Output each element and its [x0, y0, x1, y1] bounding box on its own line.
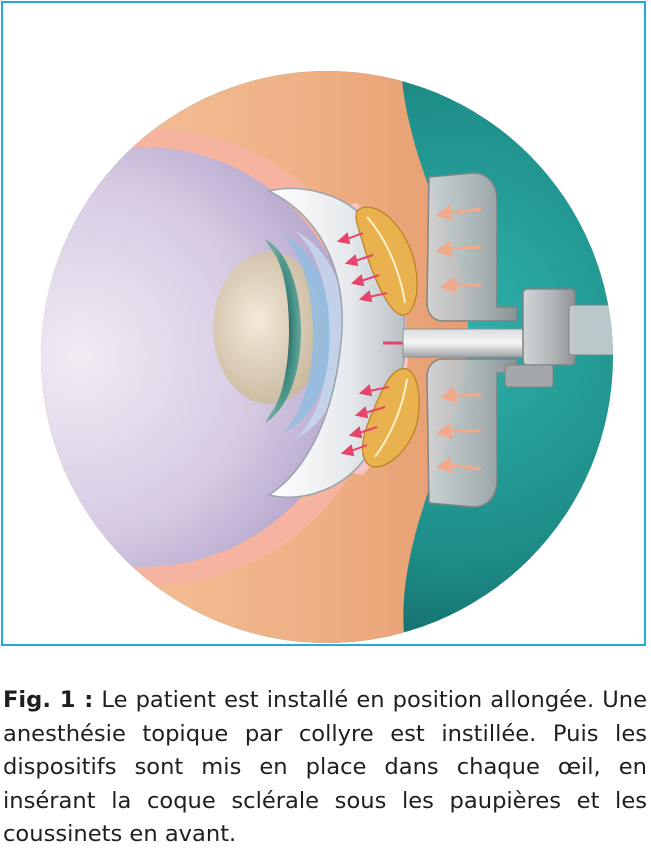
connector-plug	[568, 304, 613, 356]
eye-device-illustration	[41, 71, 613, 643]
pressure-arrows-lower	[340, 384, 390, 457]
figure-frame	[1, 1, 646, 646]
figure-caption: Fig. 1 : Le patient est installé en posi…	[3, 684, 647, 852]
pad-arrows-upper	[435, 204, 482, 294]
eyeball	[41, 147, 355, 567]
iris	[265, 239, 302, 423]
pad-arrows-lower	[435, 386, 482, 474]
pressure-arrows-upper	[336, 232, 388, 303]
figure-caption-text: Le patient est installé en position allo…	[3, 687, 647, 847]
meibomian-gland-lower	[361, 368, 420, 468]
connector-clip	[504, 364, 554, 388]
cornea	[283, 235, 332, 433]
connector-housing	[522, 288, 576, 366]
figure-label: Fig. 1 :	[3, 687, 94, 713]
